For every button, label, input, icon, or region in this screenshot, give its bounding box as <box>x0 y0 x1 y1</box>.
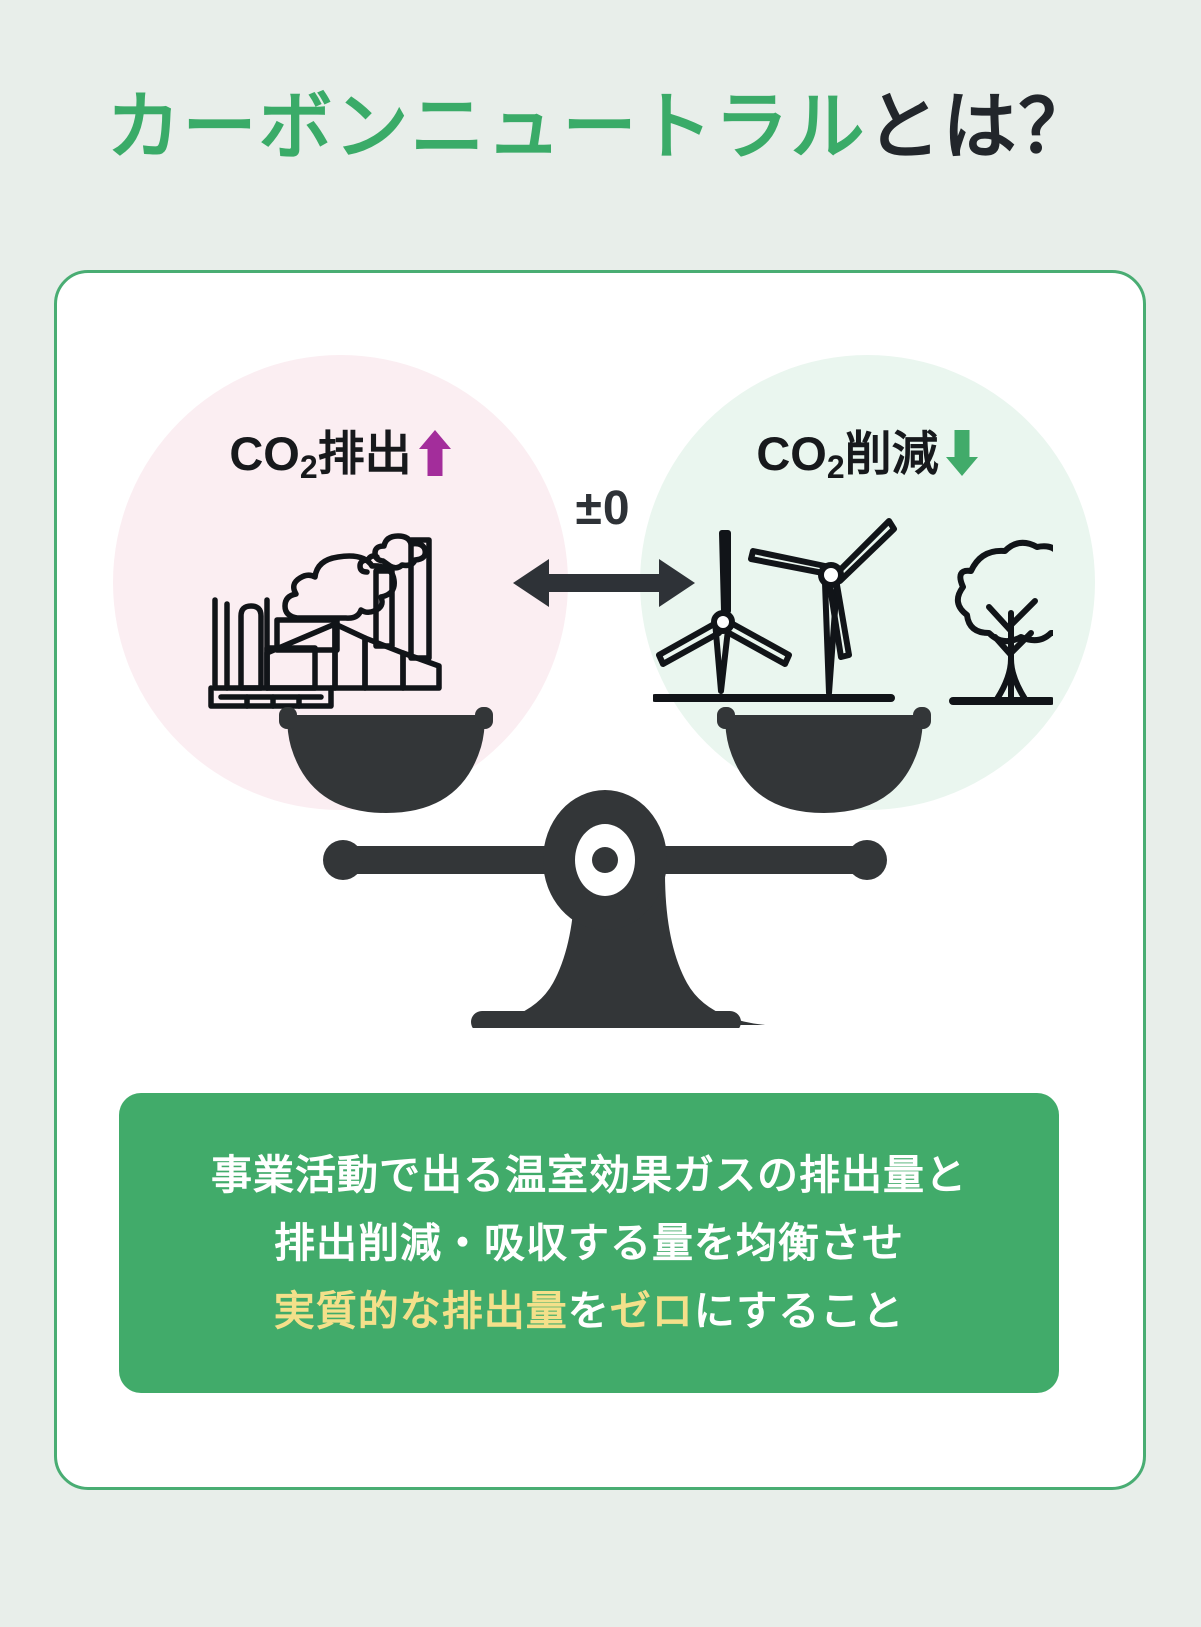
arrow-up-icon <box>418 429 452 477</box>
balance-scale-icon <box>275 703 935 1033</box>
page-title-green-part: カーボンニュートラル <box>106 85 867 168</box>
reduction-label-text: CO2削減 <box>756 427 939 485</box>
infographic-card: CO2排出 CO2削減 ±0 <box>54 270 1146 1490</box>
reduction-label-suffix: 削減 <box>844 427 939 480</box>
summary-line-3: 実質的な排出量をゼロにすること <box>274 1284 904 1338</box>
arrow-down-icon <box>945 429 979 477</box>
emission-label-text: CO2排出 <box>229 427 412 485</box>
double-headed-horizontal-arrow-icon <box>509 553 699 613</box>
renewables-icon <box>651 503 1084 713</box>
emission-label: CO2排出 <box>113 415 568 485</box>
summary-box: 事業活動で出る温室効果ガスの排出量と 排出削減・吸収する量を均衡させ 実質的な排… <box>119 1093 1059 1393</box>
factory-icon <box>207 498 457 713</box>
page-title: カーボンニュートラルとは？ <box>0 86 1201 167</box>
balance-value: ±0 <box>575 482 631 535</box>
co2-subscript-left: 2 <box>299 449 318 485</box>
reduction-label: CO2削減 <box>640 415 1095 485</box>
emission-label-suffix: 排出 <box>317 427 412 480</box>
summary-line-1: 事業活動で出る温室効果ガスの排出量と <box>211 1151 967 1198</box>
co2-subscript-right: 2 <box>826 449 845 485</box>
page-title-dark-part: とは？ <box>866 85 1095 168</box>
summary-line-3-highlight-1: 実質的な排出量 <box>273 1288 568 1335</box>
summary-line-2: 排出削減・吸収する量を均衡させ <box>274 1219 904 1266</box>
summary-line-3-highlight-2: ゼロ <box>609 1288 694 1335</box>
summary-line-3-plain-1: を <box>567 1288 610 1335</box>
summary-line-3-plain-2: にすること <box>693 1288 905 1335</box>
